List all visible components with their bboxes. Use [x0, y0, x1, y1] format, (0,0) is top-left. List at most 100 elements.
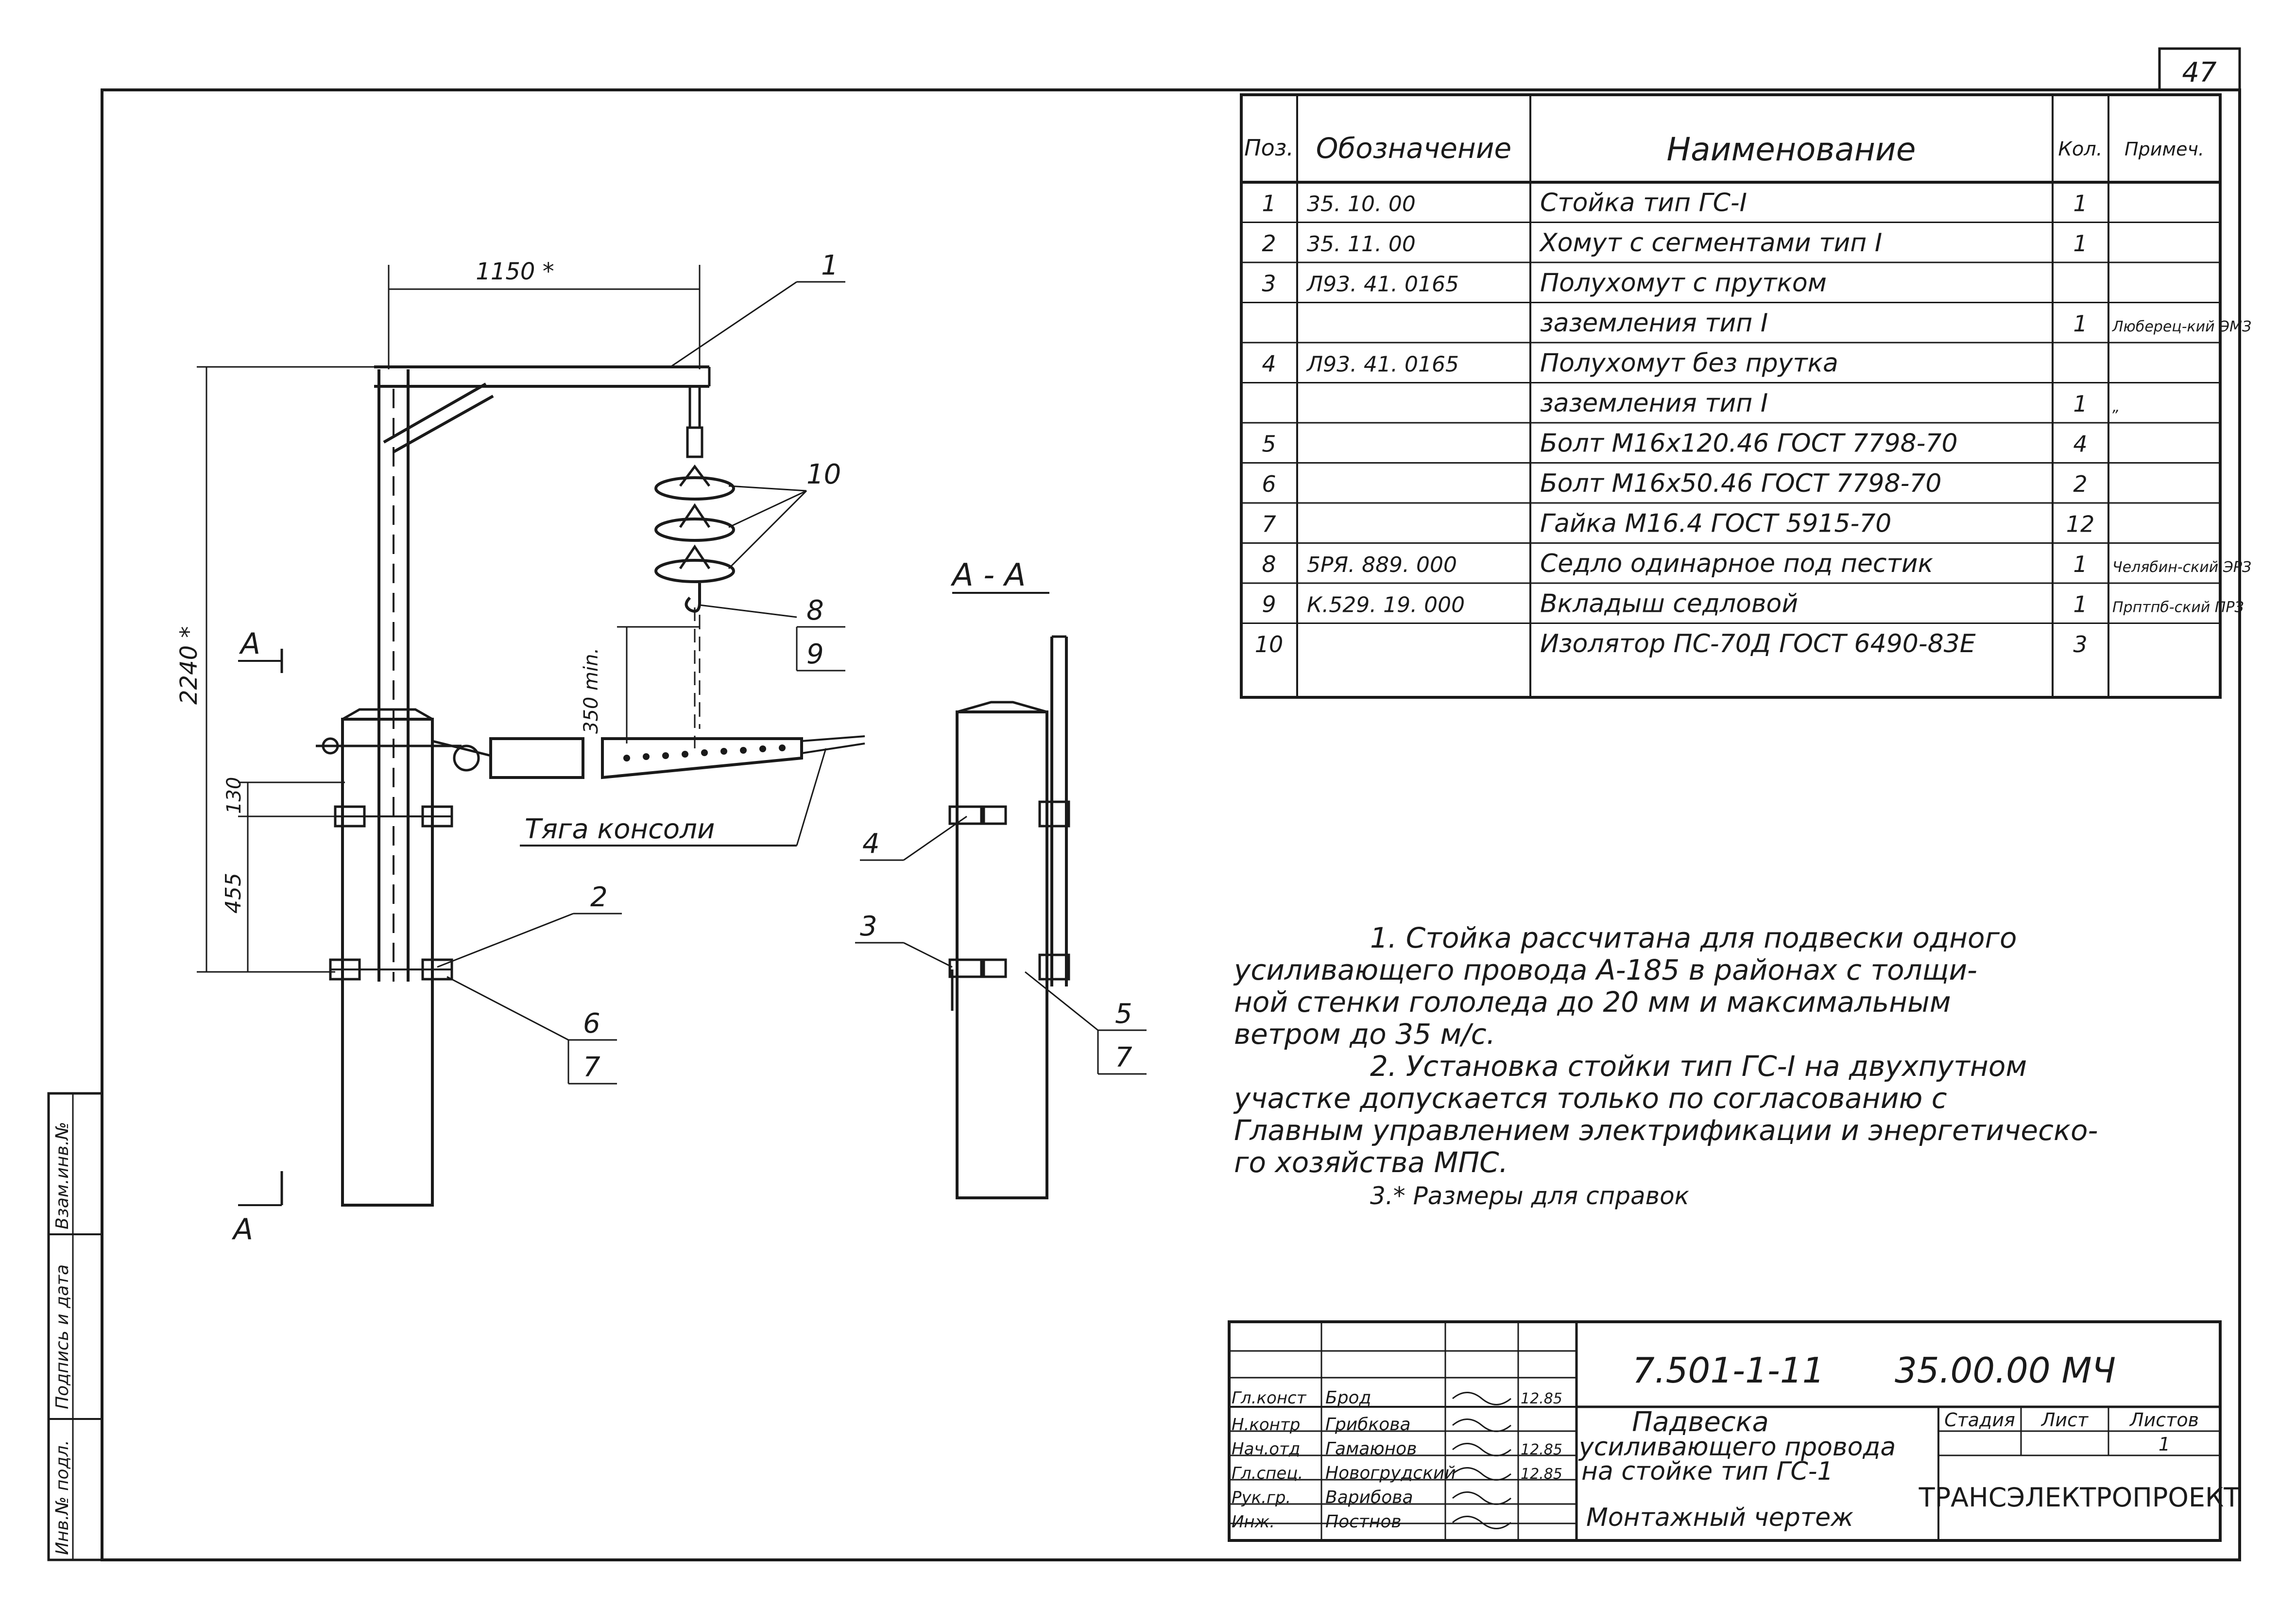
signature [1452, 1467, 1511, 1481]
col-pos: Поз. [1244, 135, 1294, 161]
clamp-lower [329, 958, 453, 981]
section-view: А - А 4 3 5 7 [855, 557, 1147, 1199]
spec-cell-qty: 12 [2066, 511, 2095, 537]
section-mark-bottom: А [231, 1212, 253, 1246]
sheet-number: 1 [2159, 1434, 2170, 1455]
spec-cell-name: Изолятор ПС-70Д ГОСТ 6490-83Е [1540, 629, 1976, 658]
organization: ТРАНСЭЛЕКТРОПРОЕКТ [1919, 1482, 2241, 1513]
spec-cell-name: Болт М16х50.46 ГОСТ 7798-70 [1540, 469, 1942, 498]
insulator-disc [654, 518, 735, 542]
sheet-header: Лист [2040, 1409, 2089, 1431]
callout-7: 7 [583, 1052, 600, 1083]
spec-cell-code: 35. 11. 00 [1307, 232, 1416, 257]
clamp-upper [316, 737, 462, 828]
title-line-3: на стойке тип ГС-1 [1581, 1457, 1833, 1486]
side-stamp-sign: Подпись и дата [52, 1264, 72, 1409]
page-number: 47 [2182, 57, 2217, 88]
spec-cell-code: К.529. 19. 000 [1307, 592, 1465, 617]
spec-cell-code: Л93. 41. 0165 [1306, 272, 1459, 296]
signature [1452, 1516, 1511, 1529]
callout-3: 3 [860, 911, 877, 942]
spec-cell-code: Л93. 41. 0165 [1306, 352, 1459, 377]
note-line: 3.* Размеры для справок [1370, 1182, 1689, 1210]
callout-6: 6 [583, 1008, 600, 1039]
spec-cell-name: заземления тип I [1540, 309, 1768, 338]
elevation-view: 1150 * 2240 * 350 min. 130 455 А А Тяга … [175, 250, 865, 1246]
tie-rod-label: Тяга консоли [525, 813, 715, 845]
callout-9: 9 [806, 639, 824, 670]
spec-cell-qty: 1 [2073, 190, 2087, 216]
tie-rod [601, 737, 803, 779]
dim-height: 2240 * [175, 626, 203, 705]
insulator-disc [654, 476, 735, 501]
spec-cell-name: Полухомут без прутка [1540, 348, 1838, 378]
insulator-disc [654, 559, 735, 583]
spec-cell-name: Болт М16х120.46 ГОСТ 7798-70 [1540, 429, 1958, 458]
col-qty: Кол. [2058, 138, 2102, 160]
note-line: го хозяйства МПС. [1234, 1146, 1508, 1179]
subtitle: Монтажный чертеж [1586, 1503, 1853, 1532]
callout-8: 8 [806, 595, 824, 626]
spec-cell-name: Полухомут с прутком [1540, 268, 1827, 297]
tb-date: 12.85 [1521, 1441, 1562, 1458]
spec-cell-qty: 2 [2073, 471, 2087, 497]
side-stamp-replace: Взам.инв.№ [52, 1122, 72, 1229]
callout-2: 2 [590, 882, 608, 913]
spec-cell-note: Люберец-кий ЭМЗ [2112, 318, 2251, 335]
title-line-2: усиливающего провода [1578, 1433, 1896, 1462]
dim-350: 350 min. [580, 648, 602, 734]
callout-7b: 7 [1115, 1042, 1132, 1073]
side-stamp-inv: Инв.№ подл. [52, 1440, 72, 1555]
callout-5: 5 [1115, 998, 1132, 1030]
sheet-code: 35.00.00 МЧ [1895, 1350, 2116, 1391]
col-note: Примеч. [2125, 138, 2204, 160]
note-line: Главным управлением электрификации и эне… [1234, 1114, 2098, 1147]
spec-cell-pos: 8 [1262, 551, 1276, 577]
tb-role: Гл.спец. [1232, 1464, 1303, 1483]
spec-cell-pos: 6 [1262, 471, 1276, 497]
spec-cell-note: Прптпб-ский ПРЗ [2112, 599, 2244, 616]
tb-name: Грибкова [1325, 1415, 1411, 1435]
doc-code: 7.501-1-11 [1632, 1350, 1825, 1391]
callout-1: 1 [821, 250, 839, 281]
tb-name: Брод [1325, 1388, 1371, 1408]
spec-cell-qty: 1 [2073, 551, 2087, 577]
tb-role: Рук.гр. [1232, 1488, 1291, 1507]
signature [1452, 1491, 1511, 1505]
pole [341, 718, 434, 1207]
tb-role: Н.контр [1232, 1415, 1300, 1435]
col-name: Наименование [1667, 131, 1916, 168]
spec-cell-code: 5РЯ. 889. 000 [1307, 553, 1457, 577]
section-label: А - А [950, 557, 1026, 593]
dim-130: 130 [223, 777, 245, 814]
spec-cell-qty: 1 [2073, 230, 2087, 257]
sheets-header: Листов [2129, 1409, 2199, 1431]
callout-10: 10 [806, 459, 841, 490]
tb-date: 12.85 [1521, 1466, 1562, 1483]
spec-cell-name: Седло одинарное под пестик [1540, 549, 1934, 578]
spec-cell-name: Вкладыш седловой [1540, 589, 1798, 618]
section-pole [956, 710, 1048, 1199]
dim-455: 455 [221, 873, 246, 914]
tie-rod-insulator [489, 737, 584, 779]
spec-cell-pos: 10 [1255, 631, 1284, 657]
spec-cell-name: заземления тип I [1540, 389, 1768, 418]
spec-cell-pos: 1 [1262, 190, 1276, 216]
title-block: 7.501-1-11 35.00.00 МЧ Падвеска усиливаю… [1228, 1320, 2241, 1542]
spec-cell-pos: 3 [1262, 270, 1276, 296]
note-line: усиливающего провода А-185 в районах с т… [1233, 953, 1977, 986]
tb-role: Инж. [1232, 1512, 1275, 1532]
tb-name: Гамаюнов [1325, 1439, 1417, 1459]
callout-4: 4 [862, 828, 880, 860]
spec-cell-name: Гайка М16.4 ГОСТ 5915-70 [1540, 509, 1891, 538]
spec-cell-pos: 7 [1262, 511, 1276, 537]
note-line: участке допускается только по согласован… [1233, 1082, 1947, 1115]
spec-cell-note: „ [2112, 398, 2120, 415]
dim-top: 1150 * [476, 258, 554, 285]
note-line: 2. Установка стойки тип ГС-I на двухпутн… [1370, 1050, 2027, 1083]
spec-cell-qty: 1 [2073, 311, 2087, 337]
spec-cell-pos: 5 [1262, 431, 1276, 457]
tb-date: 12.85 [1521, 1390, 1562, 1407]
